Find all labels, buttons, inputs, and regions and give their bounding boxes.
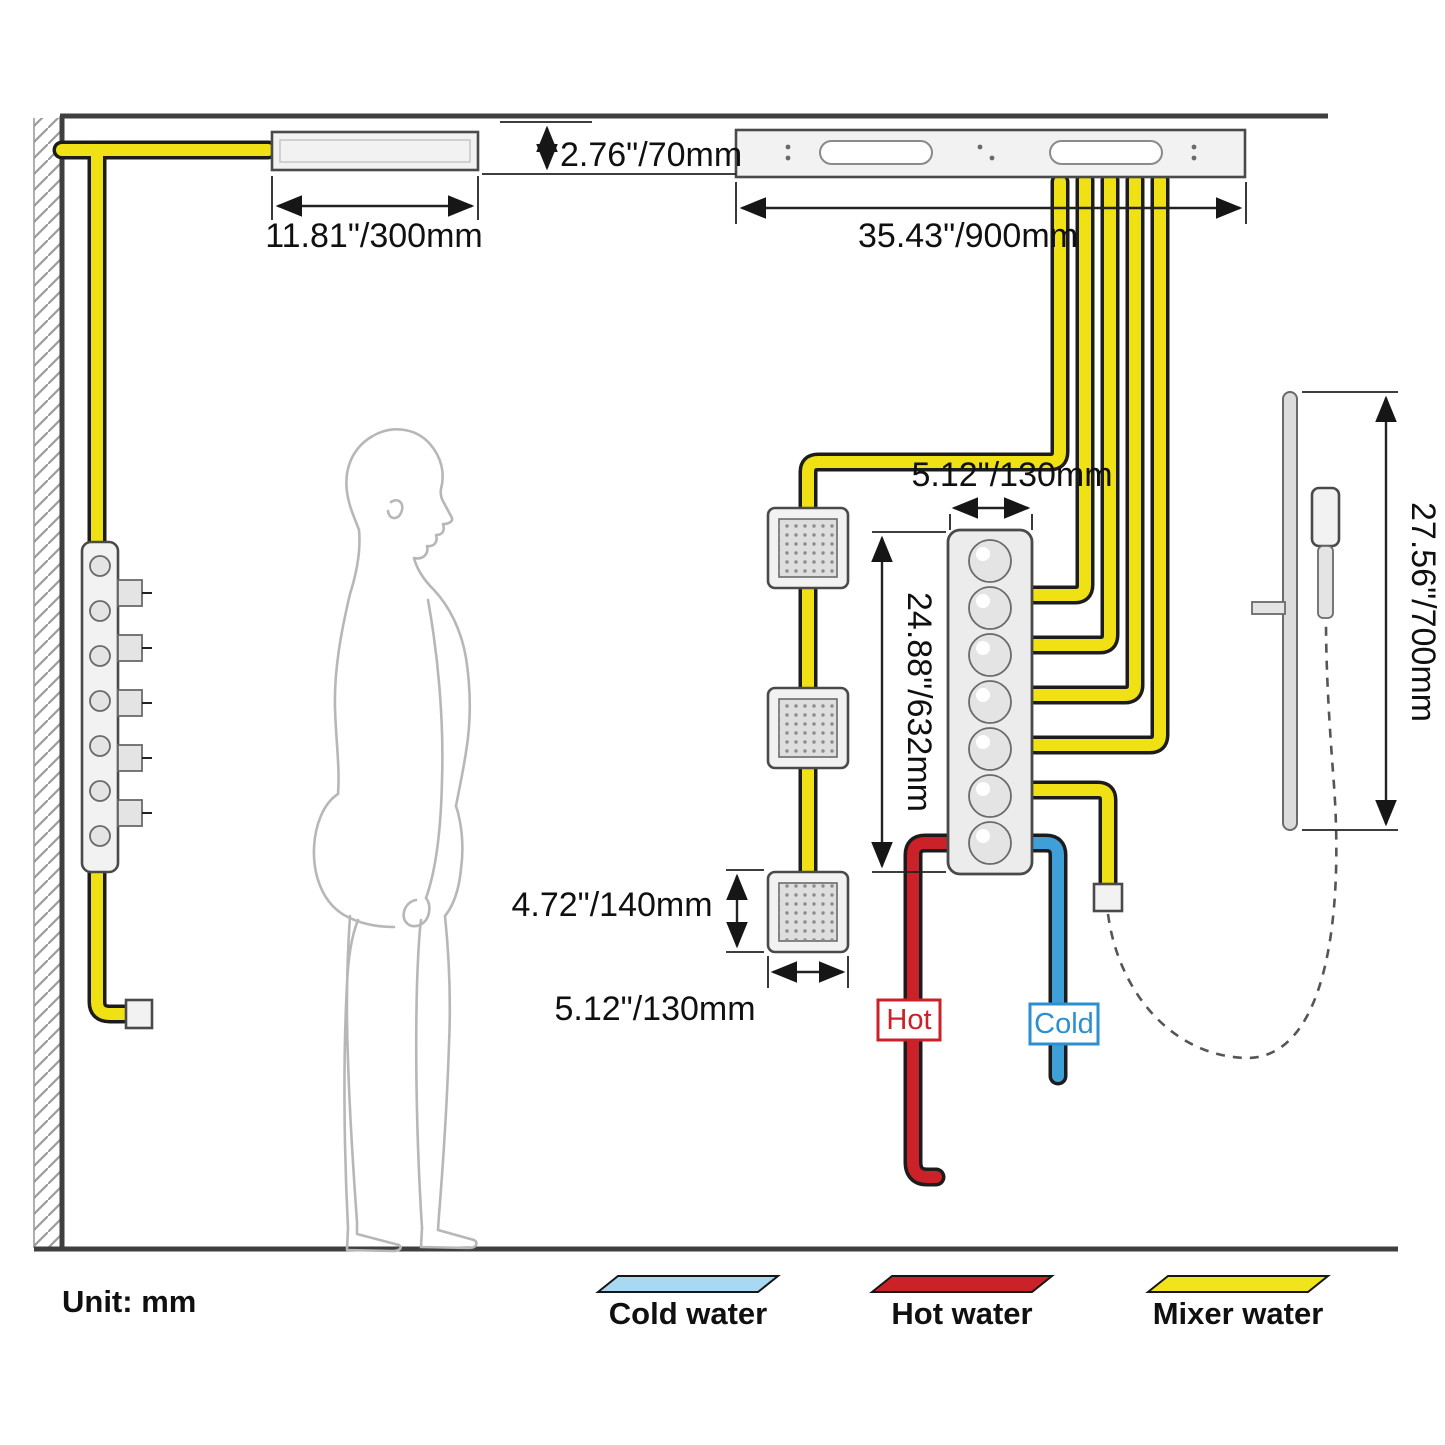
legend-swatch-mixer xyxy=(1145,1275,1331,1293)
figure-ear xyxy=(386,499,404,520)
wall-hatching xyxy=(34,118,62,1248)
unit-label: Unit: mm xyxy=(62,1284,196,1319)
dim-valve-width: 5.12"/130mm xyxy=(911,456,1112,494)
panel-slot xyxy=(819,140,933,165)
legend-swatch-cold xyxy=(595,1275,781,1293)
legend-label-cold: Cold water xyxy=(609,1296,767,1331)
manifold-ports xyxy=(89,555,111,847)
supply-tags: Hot Cold xyxy=(876,998,1100,1046)
hand-shower-assembly xyxy=(1092,391,1341,1060)
legend-label-hot: Hot water xyxy=(891,1296,1032,1331)
figure-hand xyxy=(402,896,431,928)
valve-knob xyxy=(968,539,1012,583)
wall-outlet xyxy=(124,998,154,1030)
figure-front-foot xyxy=(419,1226,478,1250)
dim-shower-head-width: 11.81"/300mm xyxy=(265,217,482,255)
panel-slot xyxy=(1049,140,1163,165)
figure-front-leg-back-edge xyxy=(414,918,424,1230)
figure-back xyxy=(333,435,373,796)
valve-knob xyxy=(968,774,1012,818)
figure-shorts-front xyxy=(443,804,464,918)
cold-tag-box xyxy=(1028,1002,1100,1046)
hand-shower-head xyxy=(1310,486,1341,548)
hose-connector xyxy=(1092,882,1124,913)
cold-tag-label: Cold xyxy=(1034,1008,1094,1040)
dim-jet-width: 5.12"/130mm xyxy=(554,990,755,1028)
body-jet xyxy=(766,870,850,954)
figure-front-leg xyxy=(436,914,452,1232)
room-structure xyxy=(33,113,1398,1252)
legend: Unit: mm Cold water Hot water Mixer wate… xyxy=(62,1275,1331,1331)
legend-swatch-hot xyxy=(869,1275,1055,1293)
figure-back-leg xyxy=(343,914,402,1253)
shower-head-face xyxy=(279,139,471,163)
human-figure xyxy=(312,428,478,1253)
body-jet xyxy=(766,686,850,770)
figure-head-front xyxy=(369,428,472,808)
valve-knob xyxy=(968,821,1012,865)
ceiling-shower-panel xyxy=(734,128,1247,179)
figure-shorts-back xyxy=(312,792,396,929)
valve-knob xyxy=(968,633,1012,677)
valve-knob xyxy=(968,586,1012,630)
dimensions: 2.76"/70mm 11.81"/300mm 35.43"/900mm 5.1… xyxy=(265,121,1442,1028)
dim-hand-shower-height: 27.56"/700mm xyxy=(1404,502,1442,722)
dim-valve-height: 24.88"/632mm xyxy=(900,592,938,812)
panel-nozzle-dots xyxy=(785,144,1197,161)
valve-knobs xyxy=(968,539,1012,865)
valve-knob xyxy=(968,680,1012,724)
hand-shower-handle xyxy=(1317,545,1334,619)
valve-knob xyxy=(968,727,1012,771)
dim-panel-width: 35.43"/900mm xyxy=(858,217,1078,255)
dim-ceiling-drop: 2.76"/70mm xyxy=(560,136,742,174)
hot-tag-label: Hot xyxy=(886,1004,931,1036)
manifold-valve-bodies xyxy=(117,579,152,827)
hot-tag-box xyxy=(876,998,942,1042)
body-jets xyxy=(766,506,850,954)
ceiling-shower-head xyxy=(270,130,480,172)
wall-manifold xyxy=(80,540,154,1030)
slide-bracket xyxy=(1251,601,1286,615)
legend-label-mixer: Mixer water xyxy=(1153,1296,1324,1331)
body-jet xyxy=(766,506,850,590)
dim-jet-spacing: 4.72"/140mm xyxy=(511,886,712,924)
figure-arm xyxy=(424,598,444,900)
thermostatic-valve xyxy=(946,528,1034,876)
